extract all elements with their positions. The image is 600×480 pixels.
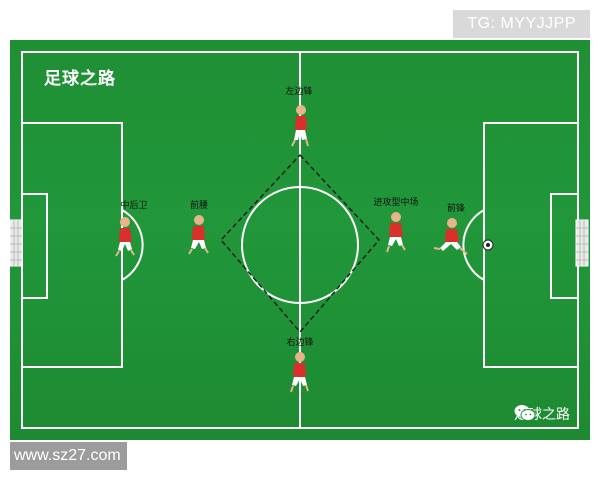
pitch-lines [10, 51, 589, 429]
watermark-bottom: www.sz27.com [10, 442, 127, 470]
left-penalty-arc [121, 209, 144, 281]
wechat-icon [514, 405, 536, 421]
player-striker [433, 218, 468, 255]
left-penalty-area [21, 122, 123, 368]
player-forward [188, 215, 209, 255]
label-forward: 前腰 [189, 201, 209, 211]
wechat-badge: 足球之路 [514, 404, 570, 424]
watermark-top: TG: MYYJJPP [453, 10, 590, 38]
player-box-to-box [386, 212, 406, 253]
center-circle [241, 186, 359, 304]
player-left-wing [291, 105, 309, 147]
right-penalty-area [483, 122, 579, 368]
label-striker: 前锋 [446, 204, 466, 214]
player-center-back [115, 217, 135, 257]
label-center-back: 中后卫 [120, 201, 148, 211]
right-goal-net [575, 219, 589, 267]
label-right-wing: 右边锋 [286, 338, 314, 348]
football-icon [482, 239, 494, 251]
player-right-wing [290, 352, 309, 393]
right-goal-area [550, 193, 579, 299]
label-box-to-box: 进攻型中场 [373, 198, 419, 208]
left-goal-area [21, 193, 48, 299]
right-penalty-arc [462, 209, 485, 281]
left-goal-net [10, 219, 23, 267]
label-left-wing: 左边锋 [285, 87, 313, 97]
football-pitch: 足球之路 左边锋 中后卫 前腰 进攻型中场 前锋 右边锋 足球之路 [10, 40, 590, 440]
brand-title: 足球之路 [44, 69, 116, 89]
